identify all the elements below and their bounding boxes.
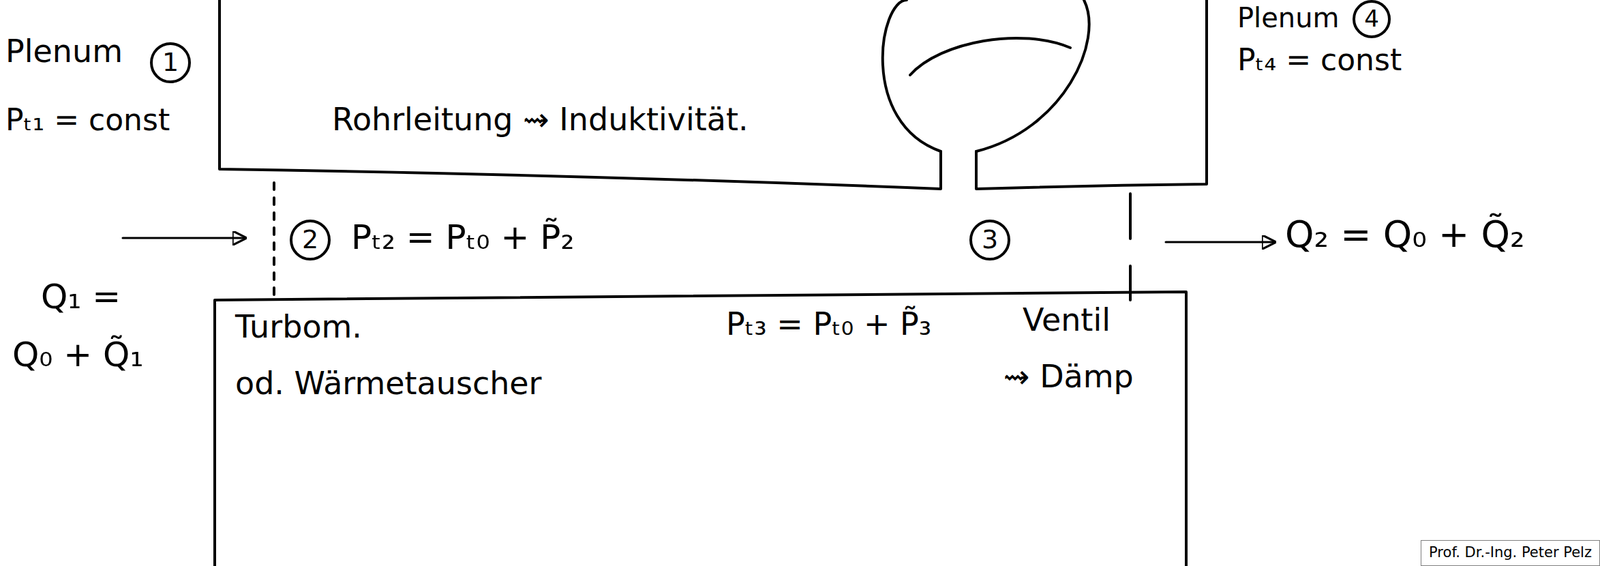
callout-number: 2	[302, 225, 319, 255]
resonator-inner-curve	[910, 38, 1071, 75]
section-number: 1	[149, 42, 191, 84]
handwritten-label: Rohrleitung ⇝ Induktivität.	[331, 100, 749, 139]
handwritten-label: Plenum	[5, 32, 123, 71]
outflow-arrow	[1165, 241, 1275, 244]
pipe-upper-wall	[219, 0, 941, 189]
handwritten-label: ⇝ Dämp	[1003, 357, 1134, 396]
handwritten-label: od. Wärmetauscher	[235, 364, 542, 403]
handwritten-label: Ventil	[1022, 301, 1111, 339]
handwritten-label: Pₜ₄ = const	[1237, 42, 1402, 79]
handwritten-label: Pₜ₁ = const	[5, 102, 170, 139]
author-mark: Prof. Dr.-Ing. Peter Pelz	[1420, 539, 1600, 566]
handwritten-label: Turbom.	[235, 308, 362, 346]
handwritten-label: Q₂ = Q₀ + Q̃₂	[1285, 212, 1526, 258]
section-number: 4	[1352, 0, 1391, 39]
valve-symbol	[1128, 193, 1132, 300]
section-line	[272, 182, 276, 300]
handwritten-label: Q₀ + Q̃₁	[12, 334, 144, 375]
handwritten-label: Pₜ₂ = Pₜ₀ + P̃₂	[351, 216, 575, 258]
section-number: 2	[289, 219, 331, 261]
inflow-arrow	[122, 237, 246, 240]
handwritten-label: Q₁ =	[40, 276, 121, 318]
lower-housing	[214, 291, 1187, 566]
handwritten-label: Pₜ₃ = Pₜ₀ + P̃₃	[726, 305, 932, 343]
callout-number: 1	[162, 48, 179, 78]
callout-number: 4	[1364, 6, 1380, 32]
callout-number: 3	[981, 225, 999, 255]
section-number: 3	[969, 219, 1011, 261]
handwritten-label: Plenum	[1237, 1, 1340, 35]
author-text: Prof. Dr.-Ing. Peter Pelz	[1428, 544, 1592, 561]
resonator-bulb	[882, 0, 1090, 152]
pipe-upper-wall-right	[976, 0, 1207, 189]
